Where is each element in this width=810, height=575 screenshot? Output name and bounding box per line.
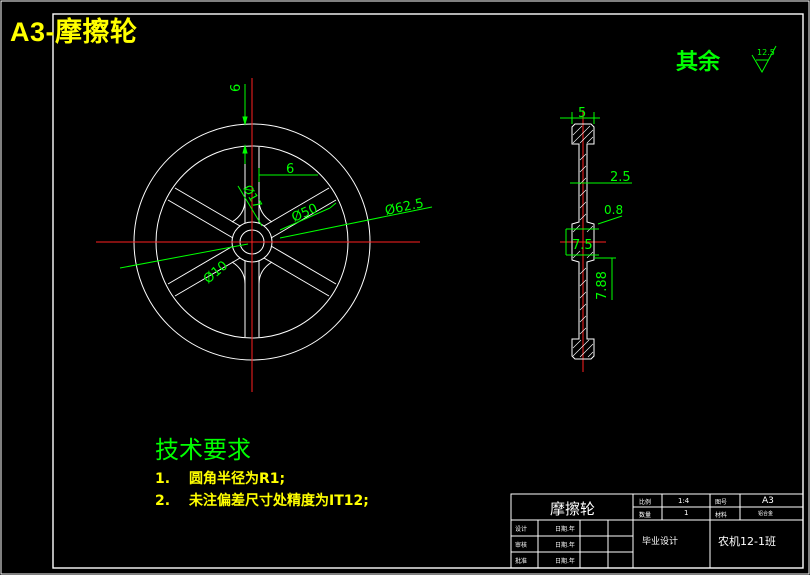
dim-hub-length: 7.5	[572, 238, 593, 253]
dim-rim-thickness: 5	[578, 106, 586, 121]
scale-value: 1:4	[678, 497, 690, 505]
qty-label: 数量	[639, 512, 652, 519]
dim-chamfer: 0.8	[604, 203, 623, 217]
tech-req-item: 1. 圆角半径为R1;	[155, 468, 285, 488]
front-dimensions	[119, 84, 433, 269]
dim-outer: Ø62.5	[384, 196, 425, 219]
project-name: 毕业设计	[642, 537, 679, 547]
tech-req-heading: 技术要求	[155, 436, 251, 464]
side-view: 5 2.5 0.8 7.5 7.88	[560, 106, 632, 372]
inner-frame	[52, 13, 804, 569]
material-label: 材料	[715, 512, 728, 519]
row-value-review: 日期.年	[555, 542, 575, 549]
dim-spoke-width: 6	[286, 162, 294, 177]
title-block	[510, 493, 804, 569]
dim-hub-dia: 7.88	[595, 271, 610, 300]
tech-req-text: 未注偏差尺寸处精度为IT12;	[189, 493, 369, 509]
sheet-label: 图号	[715, 499, 728, 506]
part-name: 摩擦轮	[550, 500, 596, 518]
dim-rim-width: 6	[229, 84, 244, 92]
sheet-value: A3	[762, 496, 774, 506]
dim-spoke-circle: Ø50	[290, 201, 321, 226]
qty-value: 1	[684, 509, 689, 517]
dim-web-thickness: 2.5	[610, 170, 631, 185]
spokes	[167, 147, 337, 337]
row-label-approve: 批准	[515, 558, 528, 565]
drawing-title: A3-摩擦轮	[10, 17, 138, 47]
spoke-fillets	[231, 199, 273, 285]
row-value-design: 日期.年	[555, 526, 575, 533]
front-view: 6 6 Ø17 Ø50 Ø62.5 Ø10	[96, 78, 433, 392]
tech-req-item: 2. 未注偏差尺寸处精度为IT12;	[155, 490, 369, 510]
row-label-review: 审核	[515, 542, 528, 549]
row-label-design: 设计	[515, 526, 528, 533]
side-dimensions	[560, 112, 632, 300]
row-value-approve: 日期.年	[555, 558, 575, 565]
roughness-label: 其余	[676, 50, 721, 75]
side-profile	[571, 123, 595, 360]
scale-label: 比例	[639, 499, 652, 506]
material-value: 铝合金	[758, 511, 774, 517]
roughness-value: 12.5	[757, 48, 775, 57]
hatching	[572, 125, 594, 358]
tech-req-num: 2.	[155, 493, 171, 509]
class-info: 农机12-1班	[718, 535, 776, 548]
tech-req-text: 圆角半径为R1;	[189, 471, 286, 487]
tech-req-num: 1.	[155, 471, 171, 487]
roughness-symbol	[751, 45, 777, 74]
